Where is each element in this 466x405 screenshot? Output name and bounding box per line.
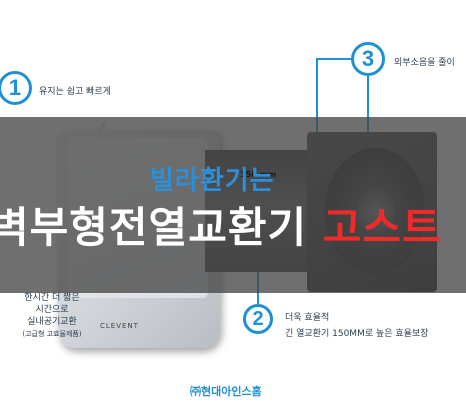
feature-number-2: 2 bbox=[243, 304, 273, 334]
headline-highlight: 고스트 bbox=[322, 203, 442, 252]
feature-number-3: 3 bbox=[351, 42, 385, 76]
headline-banner bbox=[0, 117, 466, 293]
callout-line2: 시간으로 bbox=[35, 305, 69, 315]
feature-2-caption-line1: 더욱 효율적 bbox=[285, 313, 330, 323]
tube-length-label: 150 mm bbox=[240, 170, 277, 179]
company-name: ㈜현대아인스홈 bbox=[190, 385, 262, 398]
headline-villa-ventilation: 빌라환기는 bbox=[150, 166, 275, 196]
feature-3-caption: 외부소음을 줄이 bbox=[394, 58, 455, 68]
headline-product-name: 벽부형전열교환기 고스트 bbox=[0, 194, 442, 255]
callout-line4: (고급형 고효율제품) bbox=[22, 330, 82, 338]
leader-line-3-v bbox=[316, 58, 318, 132]
air-exchange-callout: 한시간 더 짧은 시간으로 실내공기교환 (고급형 고효율제품) bbox=[2, 292, 102, 340]
headline-main: 벽부형전열교환기 bbox=[0, 203, 323, 252]
feature-2-caption-line2: 긴 열교환기 150MM로 높은 효율보장 bbox=[285, 329, 429, 339]
leader-line-3-down bbox=[367, 76, 369, 132]
leader-line-3-h bbox=[316, 58, 352, 60]
feature-1-caption: 유지는 쉽고 빠르게 bbox=[39, 87, 111, 97]
brand-logo: CLEVENT bbox=[100, 322, 139, 330]
callout-line3: 실내공기교환 bbox=[27, 317, 77, 327]
callout-line1: 한시간 더 짧은 bbox=[24, 293, 80, 303]
feature-number-1: 1 bbox=[0, 71, 32, 105]
